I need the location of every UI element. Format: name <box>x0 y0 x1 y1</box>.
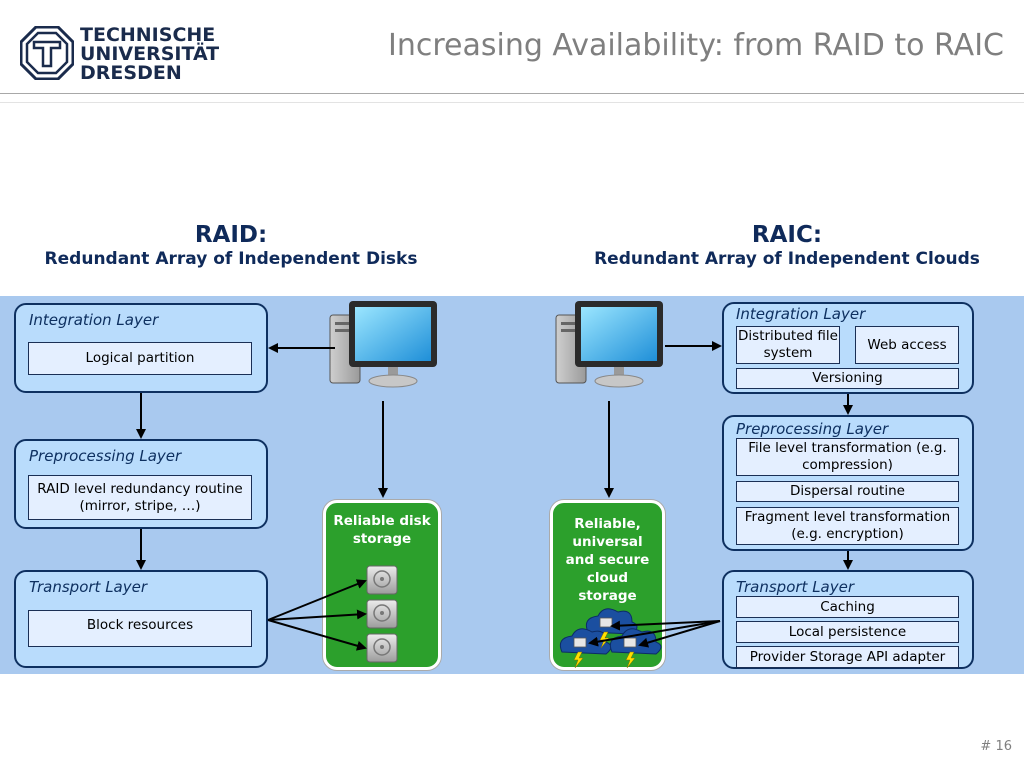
university-logo: TECHNISCHE UNIVERSITÄT DRESDEN <box>20 26 220 86</box>
raic-file-transformation-box: File level transformation (e.g. compress… <box>736 438 959 476</box>
tu-dresden-logo-icon <box>20 26 74 80</box>
hard-disk-icon <box>366 633 398 663</box>
cloud-storage-icon <box>609 628 662 669</box>
logo-line-1: TECHNISCHE <box>80 24 216 46</box>
page-number: # 16 <box>980 739 1012 754</box>
raic-distributed-fs-box: Distributed file system <box>736 326 840 364</box>
raic-heading-block: RAIC: Redundant Array of Independent Clo… <box>556 222 1018 270</box>
raic-transport-layer: Transport Layer Caching Local persistenc… <box>722 570 974 669</box>
raid-redundancy-routine-box: RAID level redundancy routine (mirror, s… <box>28 475 252 520</box>
raic-web-access-box: Web access <box>855 326 959 364</box>
logo-wordmark: TECHNISCHE UNIVERSITÄT DRESDEN <box>80 26 219 83</box>
lightning-icon <box>625 651 636 669</box>
raid-integration-layer: Integration Layer Logical partition <box>14 303 268 393</box>
raid-transport-layer: Transport Layer Block resources <box>14 570 268 668</box>
hard-disk-icon <box>366 599 398 629</box>
arrow-transport-to-cloud-2 <box>588 620 721 647</box>
raic-integration-title: Integration Layer <box>736 305 866 323</box>
arrow-transport-to-disk-3 <box>267 619 367 651</box>
raid-subheading: Redundant Array of Independent Disks <box>44 249 418 269</box>
raid-preprocessing-title: Preprocessing Layer <box>29 447 182 465</box>
header-divider <box>0 93 1024 94</box>
desktop-computer-icon <box>329 301 437 388</box>
raic-integration-layer: Integration Layer Distributed file syste… <box>722 302 974 394</box>
desktop-computer-icon <box>555 301 663 388</box>
raid-block-resources-box: Block resources <box>28 610 252 647</box>
arrow-transport-to-disk-1 <box>267 579 367 621</box>
raic-dispersal-routine-box: Dispersal routine <box>736 481 959 502</box>
raic-preprocessing-title: Preprocessing Layer <box>736 420 889 438</box>
logo-line-3: DRESDEN <box>80 62 182 84</box>
raic-provider-api-box: Provider Storage API adapter <box>736 646 959 668</box>
raic-local-persistence-box: Local persistence <box>736 621 959 643</box>
hard-disk-icon <box>366 565 398 595</box>
raic-caching-box: Caching <box>736 596 959 618</box>
raic-storage-label: Reliable, universal and secure cloud sto… <box>565 516 650 604</box>
raid-integration-title: Integration Layer <box>29 311 159 329</box>
raid-storage-label: Reliable disk storage <box>333 513 431 547</box>
arrow-transport-to-cloud-3 <box>638 620 721 648</box>
lightning-icon <box>573 651 584 669</box>
raic-transport-title: Transport Layer <box>736 578 855 596</box>
arrow-transport-to-disk-2 <box>267 609 367 621</box>
raic-preprocessing-layer: Preprocessing Layer File level transform… <box>722 415 974 551</box>
raic-fragment-transformation-box: Fragment level transformation (e.g. encr… <box>736 507 959 545</box>
logo-line-2: UNIVERSITÄT <box>80 43 220 65</box>
slide-title: Increasing Availability: from RAID to RA… <box>388 28 1004 63</box>
cloud-storage-icon <box>559 628 612 669</box>
raid-heading: RAID: <box>194 222 268 248</box>
raic-versioning-box: Versioning <box>736 368 959 389</box>
raid-heading-block: RAID: Redundant Array of Independent Dis… <box>0 222 462 270</box>
arrow-transport-to-cloud-1 <box>610 620 721 631</box>
raic-heading: RAIC: <box>751 222 823 248</box>
raic-subheading: Redundant Array of Independent Clouds <box>594 249 980 269</box>
raid-preprocessing-layer: Preprocessing Layer RAID level redundanc… <box>14 439 268 529</box>
header-divider-secondary <box>0 102 1024 103</box>
raid-transport-title: Transport Layer <box>29 578 148 596</box>
raid-logical-partition-box: Logical partition <box>28 342 252 375</box>
